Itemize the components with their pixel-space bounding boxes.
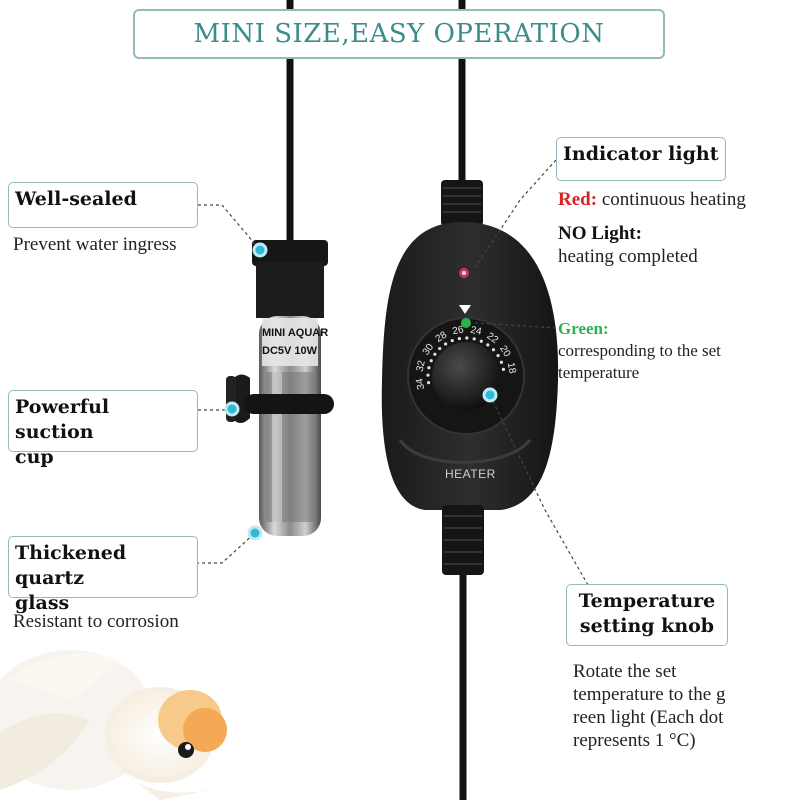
red-label: Red:	[558, 189, 598, 210]
dial-dot	[486, 343, 490, 347]
dial-dot	[426, 380, 431, 385]
label-quartz-line2: glass	[15, 592, 70, 614]
dial-dot	[479, 339, 483, 343]
dial-dot	[443, 342, 448, 346]
desc-knob: Rotate the set temperature to the g reen…	[573, 660, 725, 752]
label-well-sealed: Well-sealed	[8, 182, 198, 228]
dial-pointer	[459, 305, 471, 328]
nolight-desc: heating completed	[558, 246, 698, 267]
dial-dot	[499, 360, 504, 364]
dial-dot	[496, 353, 500, 358]
desc-well-sealed: Prevent water ingress	[13, 234, 177, 255]
page-title: MINI SIZE,EASY OPERATION	[193, 19, 605, 49]
tube-text-line2: DC5V 10W	[262, 345, 318, 357]
desc-indicator-red: Red: continuous heating	[558, 188, 746, 211]
dial-dot	[427, 366, 431, 370]
heater-tube: MINI AQUAR DC5V 10W	[252, 240, 328, 536]
tube-text-line1: MINI AQUAR	[262, 327, 328, 339]
label-quartz: Thickened quartz glass	[8, 536, 198, 614]
label-quartz-line1: Thickened quartz	[15, 542, 127, 589]
heater-label: HEATER	[445, 467, 496, 481]
dial-dot	[438, 346, 442, 351]
dial-dot	[501, 367, 506, 372]
label-suction-cup: Powerful suction cup	[8, 390, 198, 468]
label-suction-line2: cup	[15, 446, 54, 468]
dial-dot	[472, 337, 476, 341]
marker-dot-well-sealed	[252, 242, 268, 258]
green-label: Green:	[558, 319, 609, 338]
dial-dot	[429, 359, 433, 363]
knob-desc-line4: represents 1 °C)	[573, 730, 696, 751]
dial-dot	[426, 373, 430, 377]
marker-dot-quartz	[247, 525, 263, 541]
label-suction-line1: Powerful suction	[15, 396, 110, 443]
dial-dot	[491, 348, 496, 352]
dial-number: 26	[452, 324, 465, 337]
desc-indicator-nolight: NO Light: heating completed	[558, 222, 698, 268]
knob-desc-line1: Rotate the set	[573, 661, 677, 682]
marker-dot-knob	[482, 387, 498, 403]
label-knob-line1: Temperature	[578, 590, 716, 612]
marker-dot-suction	[224, 401, 240, 417]
callout-markers	[224, 242, 498, 541]
dial-number: 24	[469, 325, 483, 338]
label-indicator: Indicator light	[556, 137, 726, 181]
knob-desc-line3: reen light (Each dot	[573, 707, 724, 728]
label-knob: Temperature setting knob	[566, 584, 728, 646]
green-desc-line2: temperature	[558, 363, 640, 382]
desc-quartz: Resistant to corrosion	[13, 611, 179, 632]
title-banner: MINI SIZE,EASY OPERATION	[133, 9, 665, 59]
dial-dot	[465, 336, 469, 340]
nolight-label: NO Light:	[558, 223, 642, 244]
knob-desc-line2: temperature to the g	[573, 684, 726, 705]
label-knob-line2: setting knob	[579, 615, 715, 637]
green-desc-line1: corresponding to the set	[558, 341, 721, 360]
desc-green: Green: corresponding to the set temperat…	[558, 318, 721, 384]
dial-number: 32	[415, 359, 428, 373]
dial-dot	[450, 338, 454, 343]
dial-dot	[433, 352, 437, 356]
callout-lines	[196, 159, 589, 586]
dial-number: 18	[505, 362, 518, 375]
red-desc: continuous heating	[601, 189, 746, 210]
dial-dot	[457, 336, 462, 341]
label-well-sealed-title: Well-sealed	[15, 188, 137, 210]
dial-number: 34	[414, 377, 427, 390]
goldfish-image	[0, 650, 227, 800]
right-cable-bottom	[442, 505, 484, 800]
label-indicator-title: Indicator light	[563, 143, 719, 165]
